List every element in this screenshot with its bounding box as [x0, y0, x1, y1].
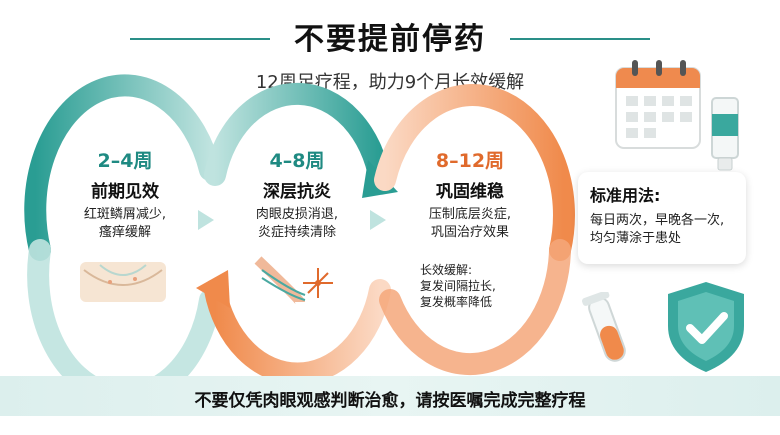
stage-2-range: 4–8周 [269, 150, 325, 172]
stage-3-heading: 巩固维稳 [436, 182, 504, 202]
stage-1-desc: 红斑鳞屑减少, 瘙痒缓解 [50, 206, 200, 242]
loop-3-top [374, 84, 575, 261]
test-tube-icon [582, 292, 626, 362]
stage-2: 4–8周 深层抗炎 肉眼皮损消退, 炎症持续清除 [222, 146, 372, 242]
shield-check-icon [668, 282, 744, 372]
page-title: 不要提前停药 [294, 22, 486, 57]
longterm-line1: 长效缓解: [420, 263, 473, 277]
title-line-left [130, 38, 270, 40]
longterm-note: 长效缓解: 复发间隔拉长, 复发概率降低 [420, 262, 530, 310]
stage-3-desc-line1: 压制底层炎症, [428, 207, 512, 222]
stage-3-range: 8–12周 [435, 150, 505, 172]
usage-card-text: 每日两次，早晚各一次, 均匀薄涂于患处 [590, 212, 740, 248]
stage-2-desc-line1: 肉眼皮损消退, [255, 207, 339, 222]
chevron-right-icon [198, 210, 386, 230]
usage-card-title: 标准用法: [590, 186, 661, 205]
loop-1-top [24, 74, 221, 261]
stage-2-desc-line2: 炎症持续清除 [257, 225, 336, 240]
skin-layer-icon [80, 262, 166, 302]
usage-card-line2: 均匀薄涂于患处 [590, 231, 682, 246]
longterm-line2: 复发间隔拉长, [420, 279, 496, 293]
stage-1-range: 2–4周 [97, 150, 153, 172]
title-line-right [510, 38, 650, 40]
footer-banner [0, 376, 780, 416]
loop-2-bottom [204, 279, 391, 385]
stage-1-desc-line1: 红斑鳞屑减少, [83, 207, 167, 222]
stage-1: 2–4周 前期见效 红斑鳞屑减少, 瘙痒缓解 [50, 146, 200, 242]
inflammation-icon [254, 256, 333, 305]
stage-2-heading: 深层抗炎 [263, 182, 331, 202]
loop-3-bottom [379, 239, 571, 376]
longterm-line3: 复发概率降低 [420, 295, 493, 309]
stage-1-heading: 前期见效 [91, 182, 159, 202]
calendar-icon [615, 60, 701, 149]
stage-2-desc: 肉眼皮损消退, 炎症持续清除 [222, 206, 372, 242]
ointment-tube-icon [711, 97, 739, 171]
usage-card: 标准用法: 每日两次，早晚各一次, 均匀薄涂于患处 [578, 172, 746, 264]
usage-card-line1: 每日两次，早晚各一次, [590, 213, 725, 228]
loop-2-top [204, 82, 391, 191]
footer-banner-text: 不要仅凭肉眼观感判断治愈，请按医嘱完成完整疗程 [194, 391, 586, 411]
arrow-head-orange-left [196, 270, 230, 308]
stage-1-desc-line2: 瘙痒缓解 [98, 225, 151, 240]
stage-3: 8–12周 巩固维稳 压制底层炎症, 巩固治疗效果 [395, 146, 545, 242]
stage-3-desc: 压制底层炎症, 巩固治疗效果 [395, 206, 545, 242]
stage-3-desc-line2: 巩固治疗效果 [430, 225, 509, 240]
